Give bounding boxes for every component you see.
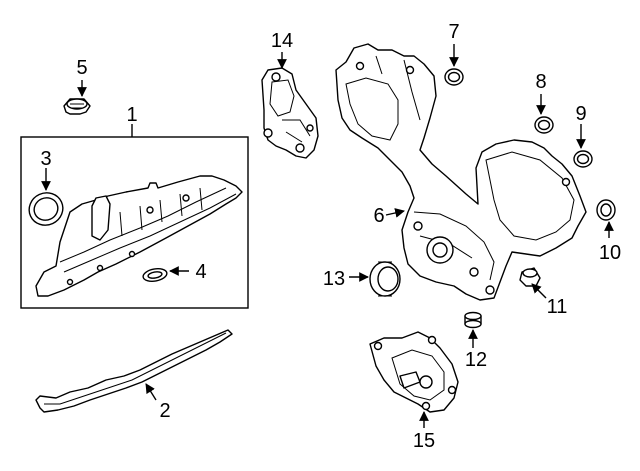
- callout-14: 14: [271, 30, 293, 52]
- crankshaft-seal: [369, 261, 401, 297]
- o-ring-9: [573, 150, 593, 168]
- timing-cover: [335, 43, 587, 301]
- water-pump: [369, 331, 459, 413]
- callout-15: 15: [413, 430, 435, 452]
- cap-plug: [464, 311, 482, 329]
- valve-cover-group-box: [20, 136, 249, 309]
- o-ring-7: [444, 68, 464, 86]
- valve-cover-gasket: [35, 329, 233, 413]
- callout-13: 13: [323, 268, 345, 290]
- callout-1: 1: [126, 104, 137, 126]
- callout-6: 6: [373, 205, 384, 227]
- callout-12: 12: [465, 349, 487, 371]
- callout-8: 8: [535, 71, 546, 93]
- plug: [519, 267, 541, 287]
- o-ring-10: [596, 199, 616, 221]
- callout-2: 2: [159, 400, 170, 422]
- callout-4: 4: [195, 261, 206, 283]
- o-ring-8: [534, 116, 554, 134]
- callout-9: 9: [575, 103, 586, 125]
- vacuum-pump: [261, 67, 319, 159]
- callout-3: 3: [40, 148, 51, 170]
- large-seal-ring: [28, 192, 64, 226]
- valve-cover: [35, 175, 243, 297]
- small-gasket: [142, 268, 168, 282]
- callout-11: 11: [547, 296, 568, 318]
- callout-7: 7: [448, 21, 459, 43]
- oil-filler-cap: [63, 98, 91, 115]
- callout-5: 5: [76, 57, 87, 79]
- callout-10: 10: [599, 242, 621, 264]
